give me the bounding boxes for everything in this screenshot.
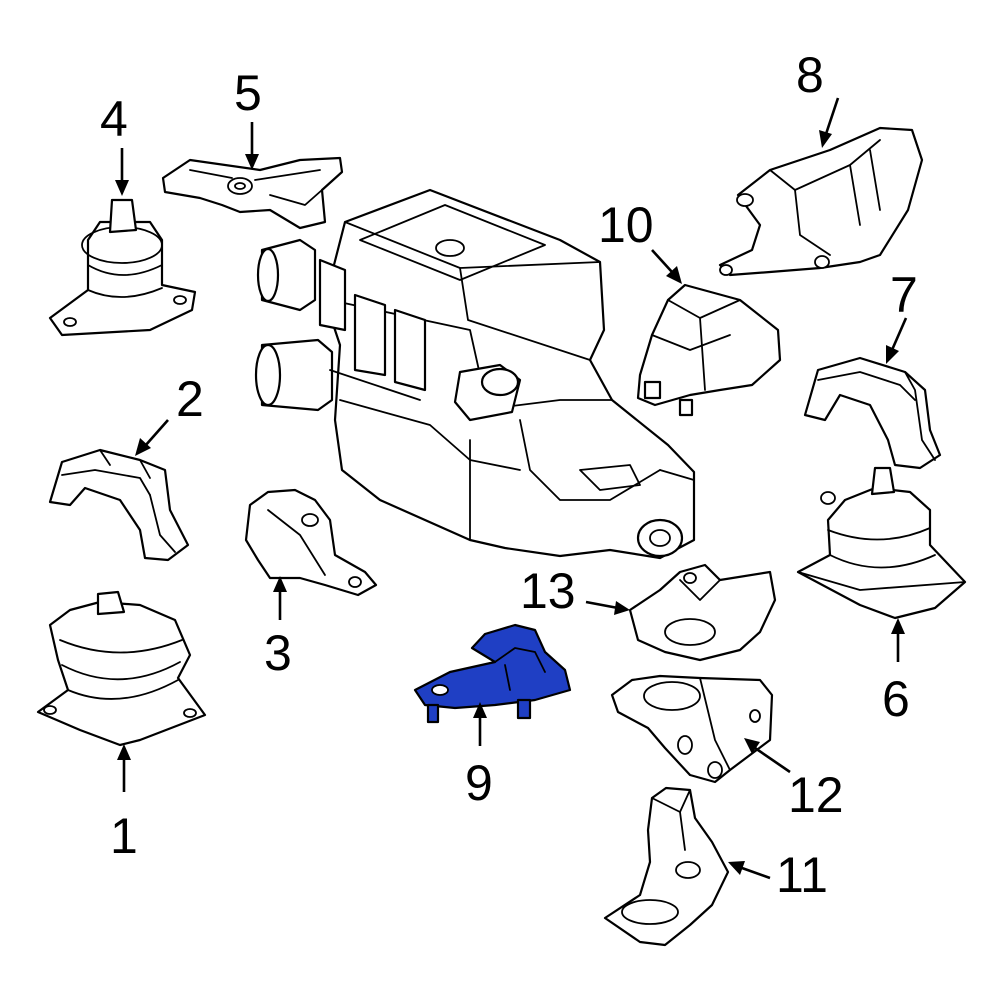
callout-9: 9 <box>465 755 493 811</box>
part-1-engine-mount <box>36 590 207 747</box>
part-5-bracket <box>161 156 344 230</box>
arrow-11 <box>741 866 771 880</box>
leader-arrows <box>115 97 908 880</box>
callout-2: 2 <box>176 371 204 427</box>
part-8-bracket <box>718 126 924 277</box>
arrow-4-head <box>115 180 129 196</box>
callout-1: 1 <box>110 808 138 864</box>
callout-labels: 4 5 2 3 1 8 10 7 6 13 9 12 11 <box>100 47 918 903</box>
arrow-12 <box>754 746 791 774</box>
arrow-5-head <box>245 154 259 170</box>
arrow-13-head <box>614 601 630 615</box>
callout-13: 13 <box>520 563 576 619</box>
arrow-6-head <box>891 618 905 634</box>
part-12-bracket <box>610 674 774 784</box>
arrow-7-head <box>886 345 899 364</box>
arrow-9-head <box>473 702 487 718</box>
callout-8: 8 <box>796 47 824 103</box>
engine-block-illustration <box>254 188 696 560</box>
part-7-bracket <box>803 356 942 470</box>
arrow-3-head <box>273 576 287 592</box>
part-3-bracket <box>244 488 378 597</box>
part-13-bracket <box>628 563 777 662</box>
callout-6: 6 <box>882 671 910 727</box>
arrow-8-head <box>819 130 832 148</box>
callout-4: 4 <box>100 91 128 147</box>
callout-11: 11 <box>776 847 828 903</box>
part-10-bracket <box>636 283 782 417</box>
callout-7: 7 <box>890 267 918 323</box>
part-2-bracket <box>48 448 190 562</box>
arrow-12-head <box>744 738 760 754</box>
arrow-10 <box>651 249 673 273</box>
arrow-7 <box>890 317 908 351</box>
arrow-10-head <box>666 266 682 284</box>
part-9-transmission-mount <box>413 623 572 724</box>
arrow-8 <box>824 97 840 135</box>
arrow-2 <box>144 419 169 447</box>
arrow-11-head <box>728 861 745 875</box>
callout-10: 10 <box>598 197 654 253</box>
arrow-13 <box>585 600 619 610</box>
part-4-engine-mount <box>48 198 197 337</box>
part-11-bracket <box>603 786 730 947</box>
callout-3: 3 <box>264 625 292 681</box>
part-6-engine-mount <box>796 466 967 620</box>
arrow-2-head <box>135 438 151 456</box>
callout-12: 12 <box>788 767 844 823</box>
callout-5: 5 <box>234 65 262 121</box>
arrow-1-head <box>117 744 131 760</box>
